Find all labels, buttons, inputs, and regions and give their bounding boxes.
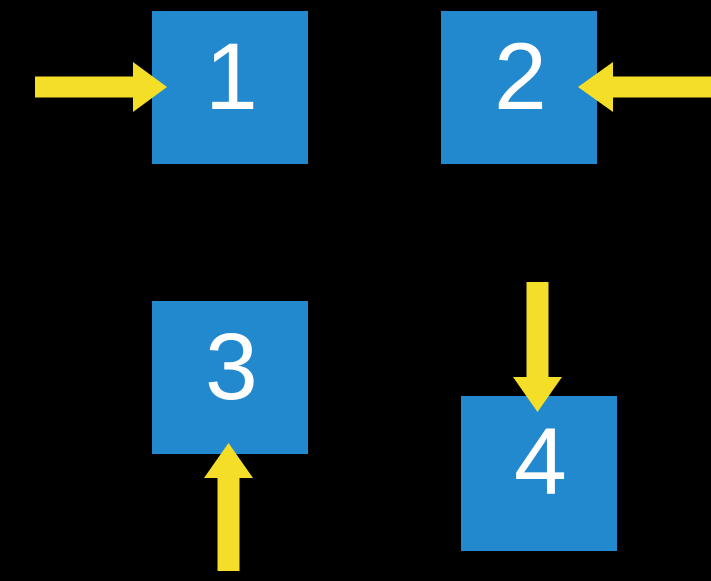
arrow-into-block-1-icon[interactable] <box>35 62 167 112</box>
block-1[interactable] <box>152 11 308 164</box>
block-4[interactable] <box>461 396 617 551</box>
block-2[interactable] <box>441 11 597 164</box>
arrow-into-block-2-icon[interactable] <box>578 62 711 112</box>
block-3[interactable] <box>152 301 308 454</box>
arrow-into-block-4-icon[interactable] <box>513 282 562 412</box>
arrow-into-block-3-icon[interactable] <box>204 443 253 571</box>
